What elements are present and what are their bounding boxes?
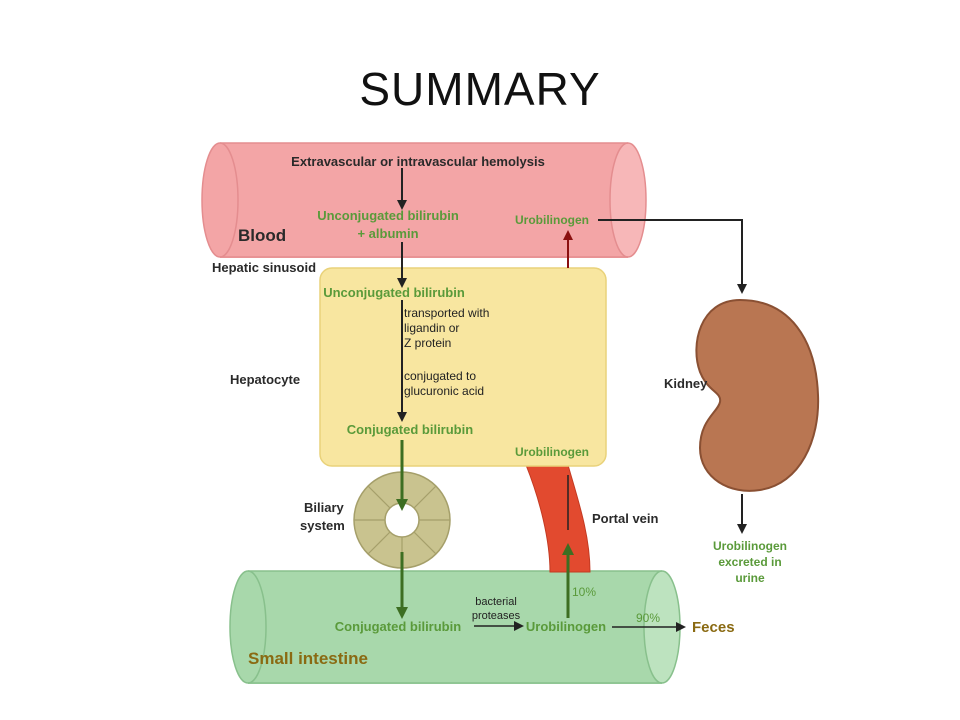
transported-line-2: ligandin or	[404, 321, 459, 335]
pct-portal: 10%	[572, 585, 596, 599]
blood-urobilinogen: Urobilinogen	[515, 213, 589, 227]
biliary-system-ring	[353, 471, 451, 569]
page-title: SUMMARY	[359, 63, 601, 115]
hepatocyte-conjugated-bilirubin: Conjugated bilirubin	[347, 422, 473, 437]
intestine-conjugated-bilirubin: Conjugated bilirubin	[335, 619, 461, 634]
transported-line-3: Z protein	[404, 336, 451, 350]
biliary-label-line2: system	[300, 518, 345, 533]
conjugated-to-line-2: glucuronic acid	[404, 384, 484, 398]
biliary-label-line1: Biliary	[304, 500, 345, 515]
arrow-blood-to-kidney	[598, 219, 747, 294]
hepatocyte-unconj-bilirubin: Unconjugated bilirubin	[323, 285, 465, 300]
urine-excreted-line2: excreted in	[718, 555, 781, 569]
transported-line-1: transported with	[404, 306, 489, 320]
bacterial-line1: bacterial	[475, 596, 517, 608]
intestine-urobilinogen: Urobilinogen	[526, 619, 606, 634]
hepatocyte-label: Hepatocyte	[230, 372, 300, 387]
kidney-label: Kidney	[664, 376, 708, 391]
urine-excreted-line3: urine	[735, 571, 765, 585]
blood-label: Blood	[238, 226, 286, 245]
small-intestine-label: Small intestine	[248, 649, 368, 668]
hemolysis-label: Extravascular or intravascular hemolysis	[291, 154, 545, 169]
hepatocyte-urobilinogen: Urobilinogen	[515, 445, 589, 459]
blood-vessel	[201, 142, 647, 258]
kidney-shape	[695, 298, 820, 492]
bacterial-line2: proteases	[472, 610, 521, 622]
portal-vein-label: Portal vein	[592, 511, 659, 526]
urine-excreted-line1: Urobilinogen	[713, 539, 787, 553]
unconj-bilirubin-albumin-line2: + albumin	[357, 226, 418, 241]
portal-vein	[525, 464, 591, 573]
hepatocyte-box	[319, 267, 607, 467]
hepatic-sinusoid-label: Hepatic sinusoid	[212, 260, 316, 275]
pct-feces: 90%	[636, 611, 660, 625]
unconj-bilirubin-albumin-line1: Unconjugated bilirubin	[317, 208, 459, 223]
feces-label: Feces	[692, 619, 735, 636]
conjugated-to-line-1: conjugated to	[404, 369, 476, 383]
